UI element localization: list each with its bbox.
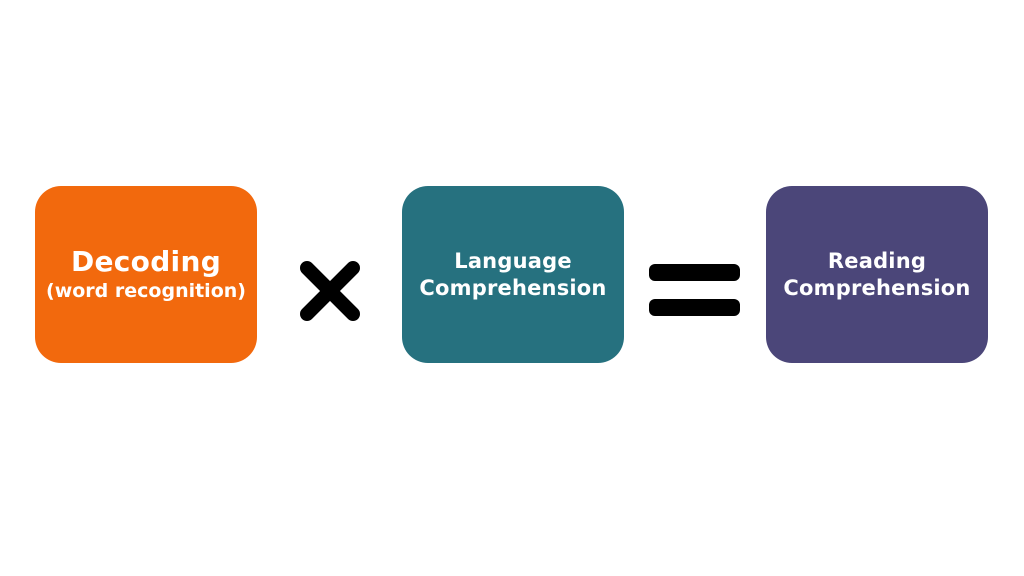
equals-bottom-bar xyxy=(649,299,740,316)
language-line2: Comprehension xyxy=(419,275,607,300)
box-reading-comprehension: Reading Comprehension xyxy=(766,186,988,363)
box-language-comprehension: Language Comprehension xyxy=(402,186,624,363)
equals-icon xyxy=(649,264,740,316)
box-decoding: Decoding (word recognition) xyxy=(35,186,257,363)
equals-top-bar xyxy=(649,264,740,281)
decoding-title: Decoding xyxy=(70,244,222,278)
decoding-subtitle: (word recognition) xyxy=(46,280,246,303)
language-line1: Language xyxy=(454,249,572,274)
reading-line1: Reading xyxy=(827,249,927,274)
multiply-icon xyxy=(293,254,367,328)
reading-line2: Comprehension xyxy=(783,275,971,300)
